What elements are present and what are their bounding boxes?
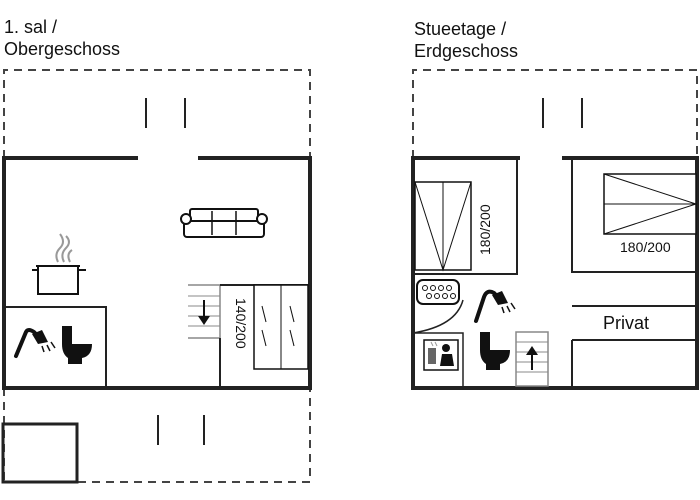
ground-left-bedroom-walls bbox=[413, 158, 518, 275]
upper-bathroom-walls bbox=[4, 306, 107, 388]
cooking-pot-icon bbox=[32, 233, 86, 295]
hot-tub-icon bbox=[416, 279, 460, 305]
ground-floor-title: Stueetage / Erdgeschoss bbox=[414, 18, 518, 62]
upper-floor-title-line1: 1. sal / bbox=[4, 17, 58, 37]
bed-icon bbox=[253, 284, 309, 370]
upper-floor-walls bbox=[2, 156, 312, 390]
toilet-icon bbox=[480, 332, 510, 370]
ground-private-room-walls bbox=[571, 305, 697, 388]
ground-left-bed-size-label: 180/200 bbox=[477, 204, 493, 255]
ground-right-bed-size-label: 180/200 bbox=[620, 239, 671, 255]
ground-private-room-label: Privat bbox=[603, 313, 649, 333]
stairs-up-icon bbox=[515, 331, 549, 387]
bed-icon bbox=[603, 173, 698, 235]
ground-bathroom-walls bbox=[412, 299, 464, 388]
ground-floor: 180/200 180/200 Privat bbox=[411, 69, 699, 390]
sofa-icon bbox=[180, 208, 268, 238]
stairs-down-icon bbox=[188, 284, 221, 339]
bed-icon bbox=[414, 181, 472, 272]
sauna-icon bbox=[423, 339, 459, 371]
upper-floor-title-line2: Obergeschoss bbox=[4, 39, 121, 59]
ground-floor-walls bbox=[411, 156, 699, 390]
toilet-icon bbox=[62, 326, 92, 364]
upper-floor: 140/200 bbox=[1, 69, 312, 484]
ground-floor-title-line2: Erdgeschoss bbox=[414, 41, 519, 61]
upper-outdoor-box bbox=[1, 422, 79, 484]
upper-bed-size-label: 140/200 bbox=[233, 298, 249, 349]
ground-floor-dashed-outline bbox=[412, 69, 698, 158]
shower-icon bbox=[474, 289, 516, 323]
ground-right-bedroom-walls bbox=[571, 158, 697, 273]
shower-icon bbox=[14, 328, 56, 358]
upper-floor-title: 1. sal / Obergeschoss bbox=[4, 16, 120, 60]
ground-floor-title-line1: Stueetage / bbox=[414, 19, 507, 39]
